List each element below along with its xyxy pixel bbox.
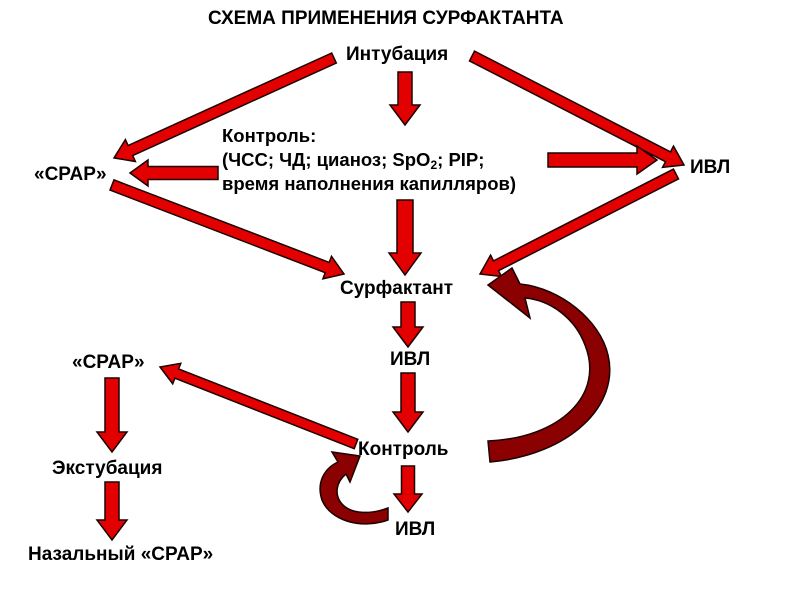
- arrow-intubation-to-control: [388, 71, 422, 127]
- control-criteria-title: Контроль:: [222, 125, 317, 146]
- control-criteria-line3: время наполнения капилляров): [222, 173, 517, 194]
- arrow-cpap-to-surfactant: [109, 178, 346, 280]
- arrow-control-to-ivl: [547, 144, 659, 176]
- node-ivl-bottom: ИВЛ: [395, 519, 436, 540]
- arrow-intubation-to-cpap: [112, 52, 338, 163]
- curved-arrows-layer: [319, 266, 611, 525]
- arrow-control-to-surfactant: [387, 199, 423, 277]
- arrow-cpap-to-extubation: [95, 377, 129, 454]
- curved-arrow-ivl-to-control: [319, 451, 389, 525]
- arrow-ivl-to-control: [391, 372, 425, 434]
- node-ivl-mid: ИВЛ: [390, 349, 431, 370]
- arrow-surfactant-to-ivl: [391, 301, 425, 349]
- arrow-extubation-to-nasal-cpap: [95, 481, 129, 542]
- curved-arrow-control-to-surfactant: [486, 266, 611, 463]
- control-criteria-line2: (ЧСС; ЧД; цианоз; SpO2; PIP;: [222, 149, 485, 172]
- arrow-control-to-cpap: [128, 158, 219, 188]
- arrow-ivl-to-surfactant: [478, 168, 680, 278]
- arrows-layer: [95, 50, 686, 542]
- node-intubation: Интубация: [346, 44, 449, 65]
- node-cpap-left: «CPAP»: [72, 352, 145, 373]
- node-ivl-top: ИВЛ: [690, 157, 731, 178]
- arrow-control-to-cpap-left: [158, 362, 359, 450]
- arrow-intubation-to-ivl: [468, 50, 686, 169]
- node-control-criteria: Контроль: (ЧСС; ЧД; цианоз; SpO2; PIP; в…: [222, 124, 516, 196]
- node-extubation: Экстубация: [52, 458, 163, 479]
- node-control: Контроль: [358, 439, 449, 460]
- node-nasal-cpap: Назальный «CPAP»: [28, 544, 214, 565]
- diagram-title: СХЕМА ПРИМЕНЕНИЯ СУРФАКТАНТА: [208, 8, 564, 29]
- node-cpap-top: «CPAP»: [34, 164, 107, 185]
- arrow-control-to-ivl-bottom: [392, 465, 424, 514]
- node-surfactant: Сурфактант: [340, 278, 453, 299]
